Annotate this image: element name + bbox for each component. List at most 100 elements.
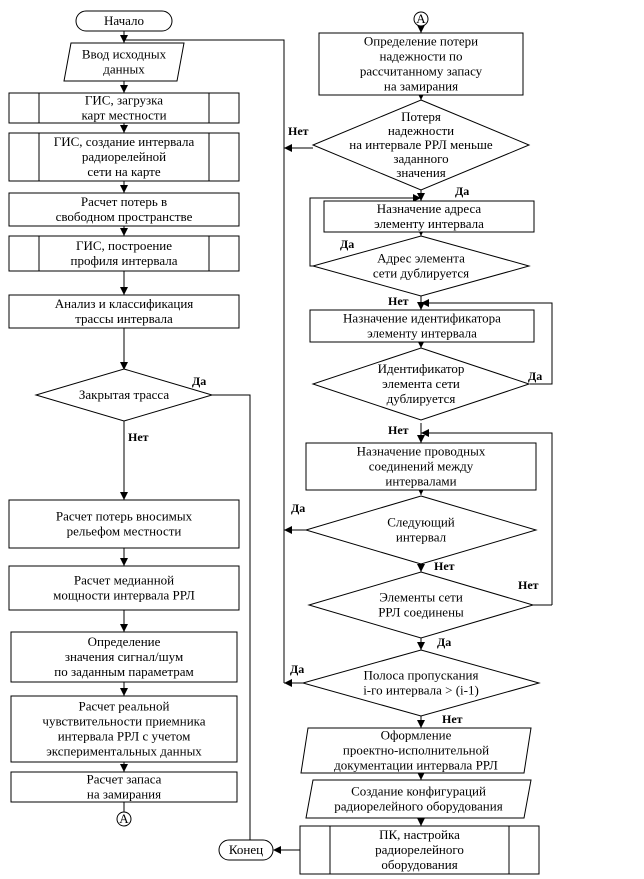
yes-label: Да [528,369,542,383]
end-terminal: Конец [218,839,274,861]
gis-create-interval-block-text: сети на карте [87,164,160,179]
closed-trail-decision-text: Закрытая трасса [79,387,169,402]
elements-connected-decision-text: Элементы сети [379,590,463,605]
reliability-loss-block-text: Определение потери [364,34,478,49]
bandwidth-decision-text: Полоса пропускания [364,668,479,683]
free-space-loss-block-text: Расчет потерь в [81,194,167,209]
documentation-block-text: документации интервала РРЛ [334,758,498,773]
arrowhead [120,764,128,772]
arrowhead [417,772,425,780]
start-terminal: Начало [75,10,173,32]
snr-block-text: значения сигнал/шум [65,649,183,664]
yes-label: Да [192,374,206,388]
flow-line [421,432,553,605]
arrowhead [120,362,128,370]
connector-a-top-text: А [416,11,426,26]
arrowhead [417,193,425,201]
snr-block-text: по заданным параметрам [54,664,193,679]
arrowhead [417,642,425,650]
gis-create-interval-block-text: радиорелейной [82,149,166,164]
documentation-block: Оформлениепроектно-исполнительнойдокумен… [300,727,532,774]
arrowhead [120,558,128,566]
reliability-loss-block-text: надежности по [380,49,463,64]
terrain-loss-block-text: рельефом местности [67,524,182,539]
arrowhead [120,228,128,236]
input-data-block-text: данных [103,62,145,77]
reliability-decision-text: Потеря [401,109,441,124]
pc-setup-block-text: радиорелейного [375,842,464,857]
flow-line [421,302,553,385]
assign-wires-block-text: Назначение проводных [357,444,486,459]
next-interval-decision-text: интервал [396,530,447,545]
gis-create-interval-block-text: ГИС, создание интервала [54,134,195,149]
sensitivity-block-text: Расчет реальной [79,699,170,714]
connector-a-bottom: А [116,811,132,827]
yes-label: Да [340,237,354,251]
arrowhead [284,526,292,534]
no-label: Нет [128,430,149,444]
arrowhead [413,194,421,202]
connectors [120,25,553,854]
median-power-block-text: мощности интервала РРЛ [53,588,195,603]
yes-label: Да [455,184,469,198]
gis-create-interval-block: ГИС, создание интерваларадиорелейнойсети… [8,132,240,182]
reliability-decision-text: значения [396,165,446,180]
id-dup-decision-text: дублируется [387,391,456,406]
bandwidth-decision-text: i-го интервала > (i-1) [363,683,479,698]
closed-trail-decision: Закрытая трасса [34,368,214,422]
config-block-text: радиорелейного оборудования [334,799,502,814]
arrowhead [120,85,128,93]
connector-a-top: А [413,11,429,27]
config-block-text: Создание конфигураций [351,784,486,799]
id-dup-decision-text: Идентификатор [378,361,465,376]
arrowhead [120,125,128,133]
gis-profile-block-text: профиля интервала [70,253,177,268]
arrowhead [120,624,128,632]
documentation-block-text: проектно-исполнительной [343,743,489,758]
elements-connected-decision-text: РРЛ соединены [378,605,464,620]
address-dup-decision-text: Адрес элемента [377,251,465,266]
trail-analysis-block-text: Анализ и классификация [55,296,194,311]
input-data-block-text: Ввод исходных [82,47,167,62]
arrowhead [120,688,128,696]
assign-wires-block-text: соединений между [369,459,474,474]
no-label: Нет [518,578,539,592]
sensitivity-block-text: интервала РРЛ с учетом [58,729,191,744]
yes-label: Да [290,662,304,676]
no-label: Нет [388,294,409,308]
arrowhead [120,287,128,295]
arrowhead [417,564,425,572]
reliability-loss-block-text: на замирания [384,79,458,94]
assign-address-block-text: Назначение адреса [377,201,482,216]
documentation-block-text: Оформление [381,728,452,743]
gis-load-maps-block-text: ГИС, загрузка [85,93,163,108]
sensitivity-block-text: чувствительности приемника [42,714,205,729]
reliability-decision-text: надежности [388,123,454,138]
median-power-block-text: Расчет медианной [74,573,174,588]
reliability-decision-text: заданного [393,151,448,166]
arrowhead [120,492,128,500]
no-label: Нет [388,423,409,437]
free-space-loss-block-text: свободном пространстве [56,209,193,224]
arrowhead [417,818,425,826]
address-dup-decision-text: сети дублируется [373,266,469,281]
gis-profile-block-text: ГИС, построение [76,238,172,253]
no-label: Нет [288,124,309,138]
no-label: Нет [442,712,463,726]
arrowhead [421,429,429,437]
